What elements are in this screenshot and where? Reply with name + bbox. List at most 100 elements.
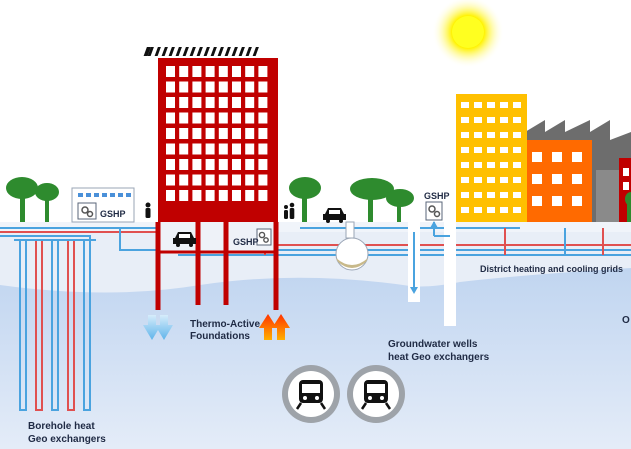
window: [487, 192, 495, 198]
district-label: District heating and cooling grids: [480, 264, 623, 274]
roof-vent: [147, 47, 154, 56]
window: [487, 132, 495, 138]
window: [500, 162, 508, 168]
window: [461, 177, 469, 183]
roof-vent: [238, 47, 245, 56]
window: [245, 112, 255, 124]
window: [166, 112, 175, 124]
roof-vent: [231, 47, 238, 56]
gshp-box-mid: [256, 228, 272, 246]
window: [179, 128, 189, 139]
window: [258, 97, 268, 108]
window: [258, 112, 268, 124]
window: [218, 190, 228, 201]
edge-label: O: [622, 315, 630, 326]
window: [245, 66, 255, 77]
window: [500, 192, 508, 198]
borehole-label-2: Geo exchangers: [28, 434, 106, 445]
window: [166, 159, 175, 170]
window: [245, 81, 255, 93]
window: [258, 159, 268, 170]
window: [474, 162, 482, 168]
roof-vent: [154, 47, 161, 56]
window: [192, 190, 202, 201]
window: [245, 97, 255, 108]
window: [232, 97, 241, 108]
window: [218, 143, 228, 155]
sun-icon: [432, 0, 504, 68]
window: [258, 190, 268, 201]
window: [205, 66, 215, 77]
window: [474, 177, 482, 183]
window: [179, 174, 189, 186]
window: [513, 192, 521, 198]
roof-vent: [245, 47, 252, 56]
window: [513, 162, 521, 168]
window: [166, 81, 175, 93]
roof-vent: [182, 47, 189, 56]
person-icon: [284, 202, 295, 219]
car-icon: [323, 208, 346, 223]
gshp-label-right: GSHP: [424, 191, 450, 201]
window: [218, 112, 228, 124]
orange-building: [525, 140, 592, 222]
window: [232, 81, 241, 93]
window: [258, 143, 268, 155]
storage-tank: [335, 221, 369, 271]
window: [474, 192, 482, 198]
window: [218, 128, 228, 139]
window: [232, 128, 241, 139]
tree-group-left: [6, 177, 59, 222]
window: [487, 102, 495, 108]
window: [500, 177, 508, 183]
window: [179, 66, 189, 77]
tree-right: [625, 192, 631, 222]
window: [205, 174, 215, 186]
window: [179, 190, 189, 201]
window: [192, 143, 202, 155]
window: [232, 143, 241, 155]
window: [179, 112, 189, 124]
window: [192, 66, 202, 77]
window: [205, 81, 215, 93]
window: [166, 66, 175, 77]
window: [258, 66, 268, 77]
gshp-label-mid: GSHP: [233, 237, 259, 247]
window: [179, 159, 189, 170]
gear-icon: [428, 205, 436, 213]
window: [474, 207, 482, 213]
window: [461, 162, 469, 168]
roof-vent: [196, 47, 203, 56]
window: [218, 66, 228, 77]
window: [218, 81, 228, 93]
window: [232, 66, 241, 77]
window: [513, 117, 521, 123]
roof-vent: [224, 47, 231, 56]
window: [218, 97, 228, 108]
window: [258, 174, 268, 186]
window: [245, 143, 255, 155]
window: [245, 190, 255, 201]
window: [232, 159, 241, 170]
window: [245, 174, 255, 186]
window: [461, 132, 469, 138]
window: [205, 190, 215, 201]
window: [500, 207, 508, 213]
thermo-label-2: Foundations: [190, 331, 250, 342]
groundwater-wells: [408, 221, 456, 326]
window: [487, 117, 495, 123]
window: [205, 159, 215, 170]
window: [166, 97, 175, 108]
tree-group-mid: [289, 177, 414, 222]
window: [461, 207, 469, 213]
window: [205, 97, 215, 108]
window: [179, 143, 189, 155]
window: [513, 177, 521, 183]
window: [192, 128, 202, 139]
gshp-box-right: [425, 201, 443, 221]
window: [232, 174, 241, 186]
window: [500, 132, 508, 138]
roof-vent: [175, 47, 182, 56]
